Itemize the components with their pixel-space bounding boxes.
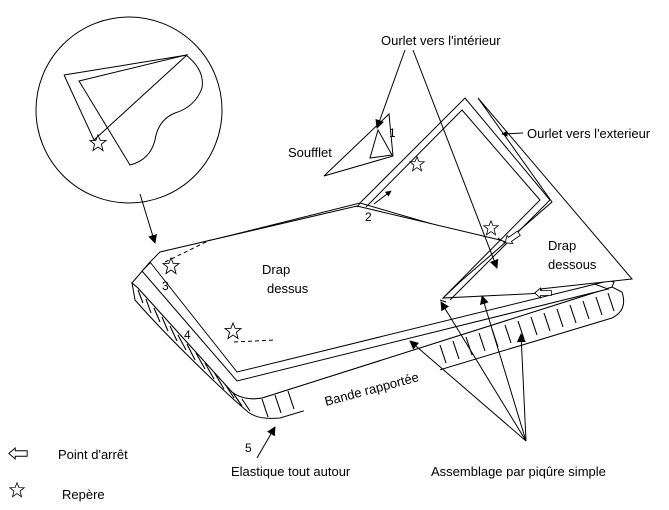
label-drap-dessous-1: Drap [548,238,576,253]
zoom-detail [35,16,223,204]
label-n2: 2 [365,210,372,224]
star-marker-icon [9,482,25,498]
callout-lines [256,49,527,459]
label-ourlet-interieur: Ourlet vers l'intérieur [381,33,501,48]
label-drap-dessous-2: dessous [548,257,597,272]
legend-point-arret: Point d'arrêt [58,447,128,462]
label-n4: 4 [184,328,191,342]
label-ourlet-exterieur: Ourlet vers l'exterieur [527,126,651,141]
label-n1: 1 [389,126,396,140]
legend-repere: Repère [62,487,105,502]
top-sheet [141,202,614,382]
label-elastique: Elastique tout autour [231,464,351,479]
star-marker [409,156,425,172]
stop-point-arrow-icon [8,447,28,460]
label-drap-dessus-2: dessus [267,281,309,296]
label-assemblage: Assemblage par piqûre simple [431,464,606,479]
label-n5: 5 [245,441,252,455]
label-soufflet: Soufflet [288,145,332,160]
soufflet [323,112,394,177]
label-drap-dessus-1: Drap [262,262,290,277]
star-marker [483,220,499,236]
label-n3: 3 [162,279,169,293]
legend: Point d'arrêt Repère [8,447,128,502]
